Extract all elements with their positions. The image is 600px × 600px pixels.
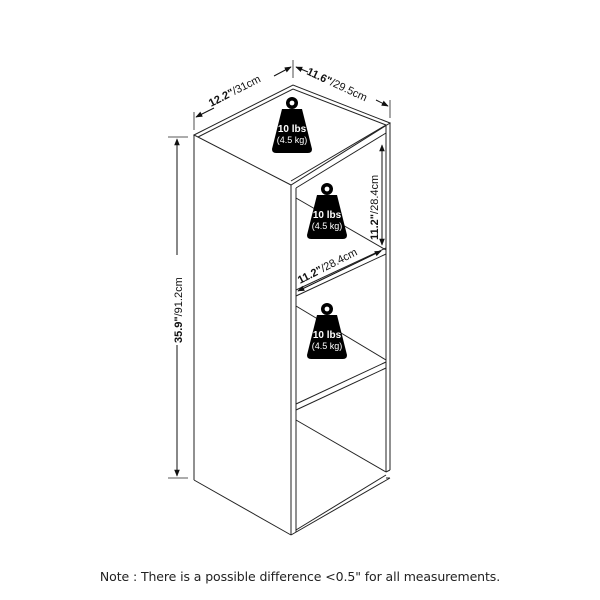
weight-top-kg: (4.5 kg) [277,135,308,145]
weight-icon-lower: 10 lbs (4.5 kg) [307,303,347,359]
width-label-metric: /31cm [231,73,263,97]
inner-height-label-imperial: 11.2" [369,214,381,240]
measurement-note: Note : There is a possible difference <0… [99,569,501,584]
inner-height-dimension: 11.2"/28.4cm [369,144,385,246]
svg-text:35.9"/91.2cm: 35.9"/91.2cm [173,277,185,343]
depth-label-metric: /29.5cm [328,77,369,104]
height-label-imperial: 35.9" [173,316,185,343]
svg-text:11.2"/28.4cm: 11.2"/28.4cm [369,175,381,240]
weight-icon-top: 10 lbs (4.5 kg) [272,97,312,153]
weight-lower-lbs: 10 lbs [313,330,342,341]
weight-icon-middle: 10 lbs (4.5 kg) [307,183,347,239]
weight-middle-kg: (4.5 kg) [312,221,343,231]
weight-middle-lbs: 10 lbs [313,210,342,221]
inner-height-label-metric: /28.4cm [369,175,381,214]
weight-lower-kg: (4.5 kg) [312,341,343,351]
height-label-metric: /91.2cm [173,277,185,316]
weight-top-lbs: 10 lbs [278,124,307,135]
height-dimension: 35.9"/91.2cm [168,136,188,479]
